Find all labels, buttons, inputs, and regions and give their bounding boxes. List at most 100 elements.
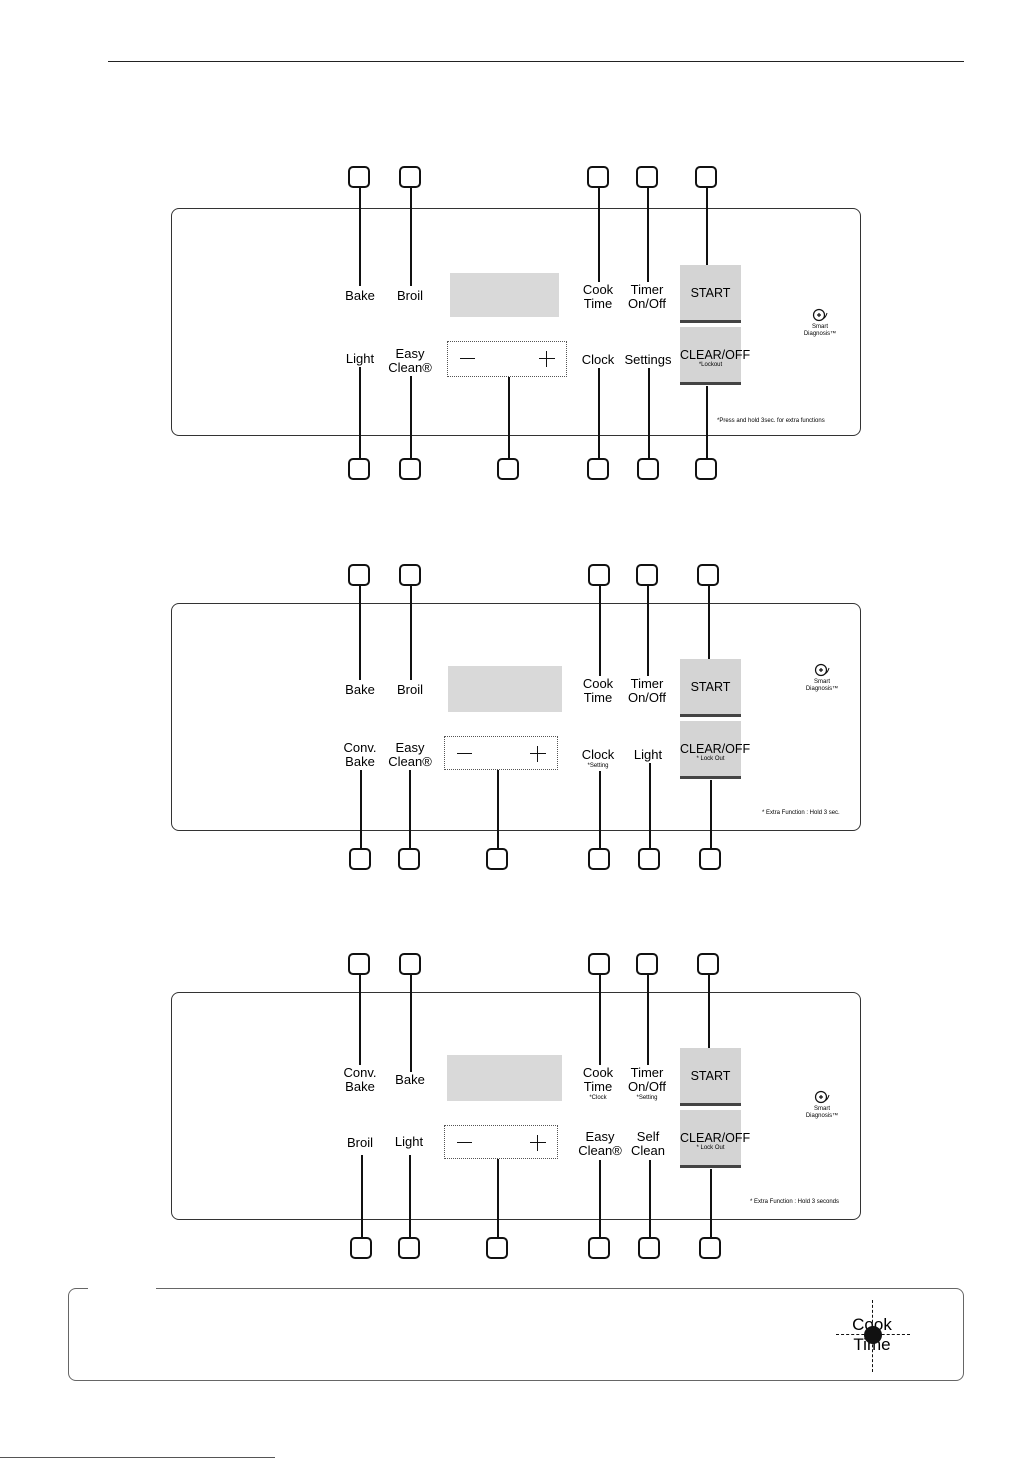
bake-key[interactable]: Bake: [343, 288, 377, 304]
control-panel-2: [171, 603, 861, 831]
start-button[interactable]: START: [680, 1048, 741, 1106]
callout-box: [486, 1237, 508, 1259]
minus-icon[interactable]: [457, 753, 472, 754]
leader-line: [410, 374, 412, 461]
minus-plus-pad[interactable]: [444, 1125, 558, 1159]
settings-key[interactable]: Settings: [622, 352, 674, 368]
leader-line: [648, 366, 650, 461]
callout-box: [350, 1237, 372, 1259]
callout-box: [398, 848, 420, 870]
callout-box: [587, 166, 609, 188]
callout-box: [636, 953, 658, 975]
callout-box: [695, 458, 717, 480]
callout-box: [697, 564, 719, 586]
leader-line: [409, 768, 411, 850]
callout-box: [348, 564, 370, 586]
callout-box: [699, 848, 721, 870]
minus-icon[interactable]: [460, 358, 475, 359]
start-button[interactable]: START: [680, 659, 741, 717]
plus-icon[interactable]: [530, 746, 546, 762]
clock-key[interactable]: Clock: [579, 352, 617, 368]
leader-line: [599, 973, 601, 1065]
leader-line: [410, 186, 412, 286]
broil-key[interactable]: Broil: [344, 1135, 376, 1151]
start-button[interactable]: START: [680, 265, 741, 323]
callout-box: [349, 848, 371, 870]
leader-line: [599, 770, 601, 850]
clock-key[interactable]: Clock*Setting: [579, 747, 617, 771]
leader-line: [649, 762, 651, 850]
conv-bake-key[interactable]: Conv.Bake: [341, 1065, 379, 1095]
clear-off-button[interactable]: CLEAR/OFF* Lock Out: [680, 1110, 750, 1168]
control-panel-1: [171, 208, 861, 436]
callout-box: [699, 1237, 721, 1259]
broil-key[interactable]: Broil: [394, 288, 426, 304]
leader-line: [360, 768, 362, 850]
leader-line: [706, 186, 708, 266]
header-rule: [108, 61, 964, 62]
leader-line: [410, 973, 412, 1073]
callout-box: [399, 953, 421, 975]
leader-line: [599, 1160, 601, 1239]
minus-plus-pad[interactable]: [444, 736, 558, 770]
leader-line: [598, 366, 600, 461]
bake-key[interactable]: Bake: [343, 682, 377, 698]
extra-function-note: *Press and hold 3sec. for extra function…: [717, 418, 825, 424]
leader-line: [359, 973, 361, 1066]
minus-icon[interactable]: [457, 1142, 472, 1143]
light-key[interactable]: Light: [631, 747, 665, 763]
leader-line: [508, 376, 510, 461]
leader-line: [708, 584, 710, 660]
leader-line: [598, 186, 600, 282]
leader-line: [706, 386, 708, 461]
leader-line: [647, 584, 649, 676]
leader-line: [497, 770, 499, 850]
display-window: [448, 666, 562, 712]
callout-box: [638, 1237, 660, 1259]
leader-line: [710, 1169, 712, 1239]
callout-box: [348, 166, 370, 188]
callout-box: [587, 458, 609, 480]
conv-bake-key[interactable]: Conv.Bake: [341, 740, 379, 770]
clear-off-button[interactable]: CLEAR/OFF*Lockout: [680, 327, 750, 385]
plus-icon[interactable]: [530, 1135, 546, 1151]
note-box-tab: [88, 1283, 156, 1293]
bake-key[interactable]: Bake: [393, 1072, 427, 1088]
callout-box: [486, 848, 508, 870]
minus-plus-pad[interactable]: [447, 341, 567, 377]
leader-line: [409, 1155, 411, 1239]
light-key[interactable]: Light: [343, 351, 377, 367]
smart-diagnosis-icon: [814, 1090, 830, 1104]
touch-point-icon: [864, 1326, 882, 1344]
leader-line: [359, 366, 361, 461]
callout-box: [348, 458, 370, 480]
callout-box: [398, 1237, 420, 1259]
callout-box: [636, 166, 658, 188]
callout-box: [588, 1237, 610, 1259]
clear-off-button[interactable]: CLEAR/OFF* Lock Out: [680, 721, 750, 779]
callout-box: [399, 458, 421, 480]
leader-line: [647, 186, 649, 282]
display-window: [447, 1055, 562, 1101]
callout-box: [588, 564, 610, 586]
light-key[interactable]: Light: [392, 1134, 426, 1150]
plus-icon[interactable]: [539, 351, 555, 367]
broil-key[interactable]: Broil: [394, 682, 426, 698]
leader-line: [410, 584, 412, 680]
callout-box: [399, 166, 421, 188]
callout-box: [588, 953, 610, 975]
leader-line: [708, 973, 710, 1049]
